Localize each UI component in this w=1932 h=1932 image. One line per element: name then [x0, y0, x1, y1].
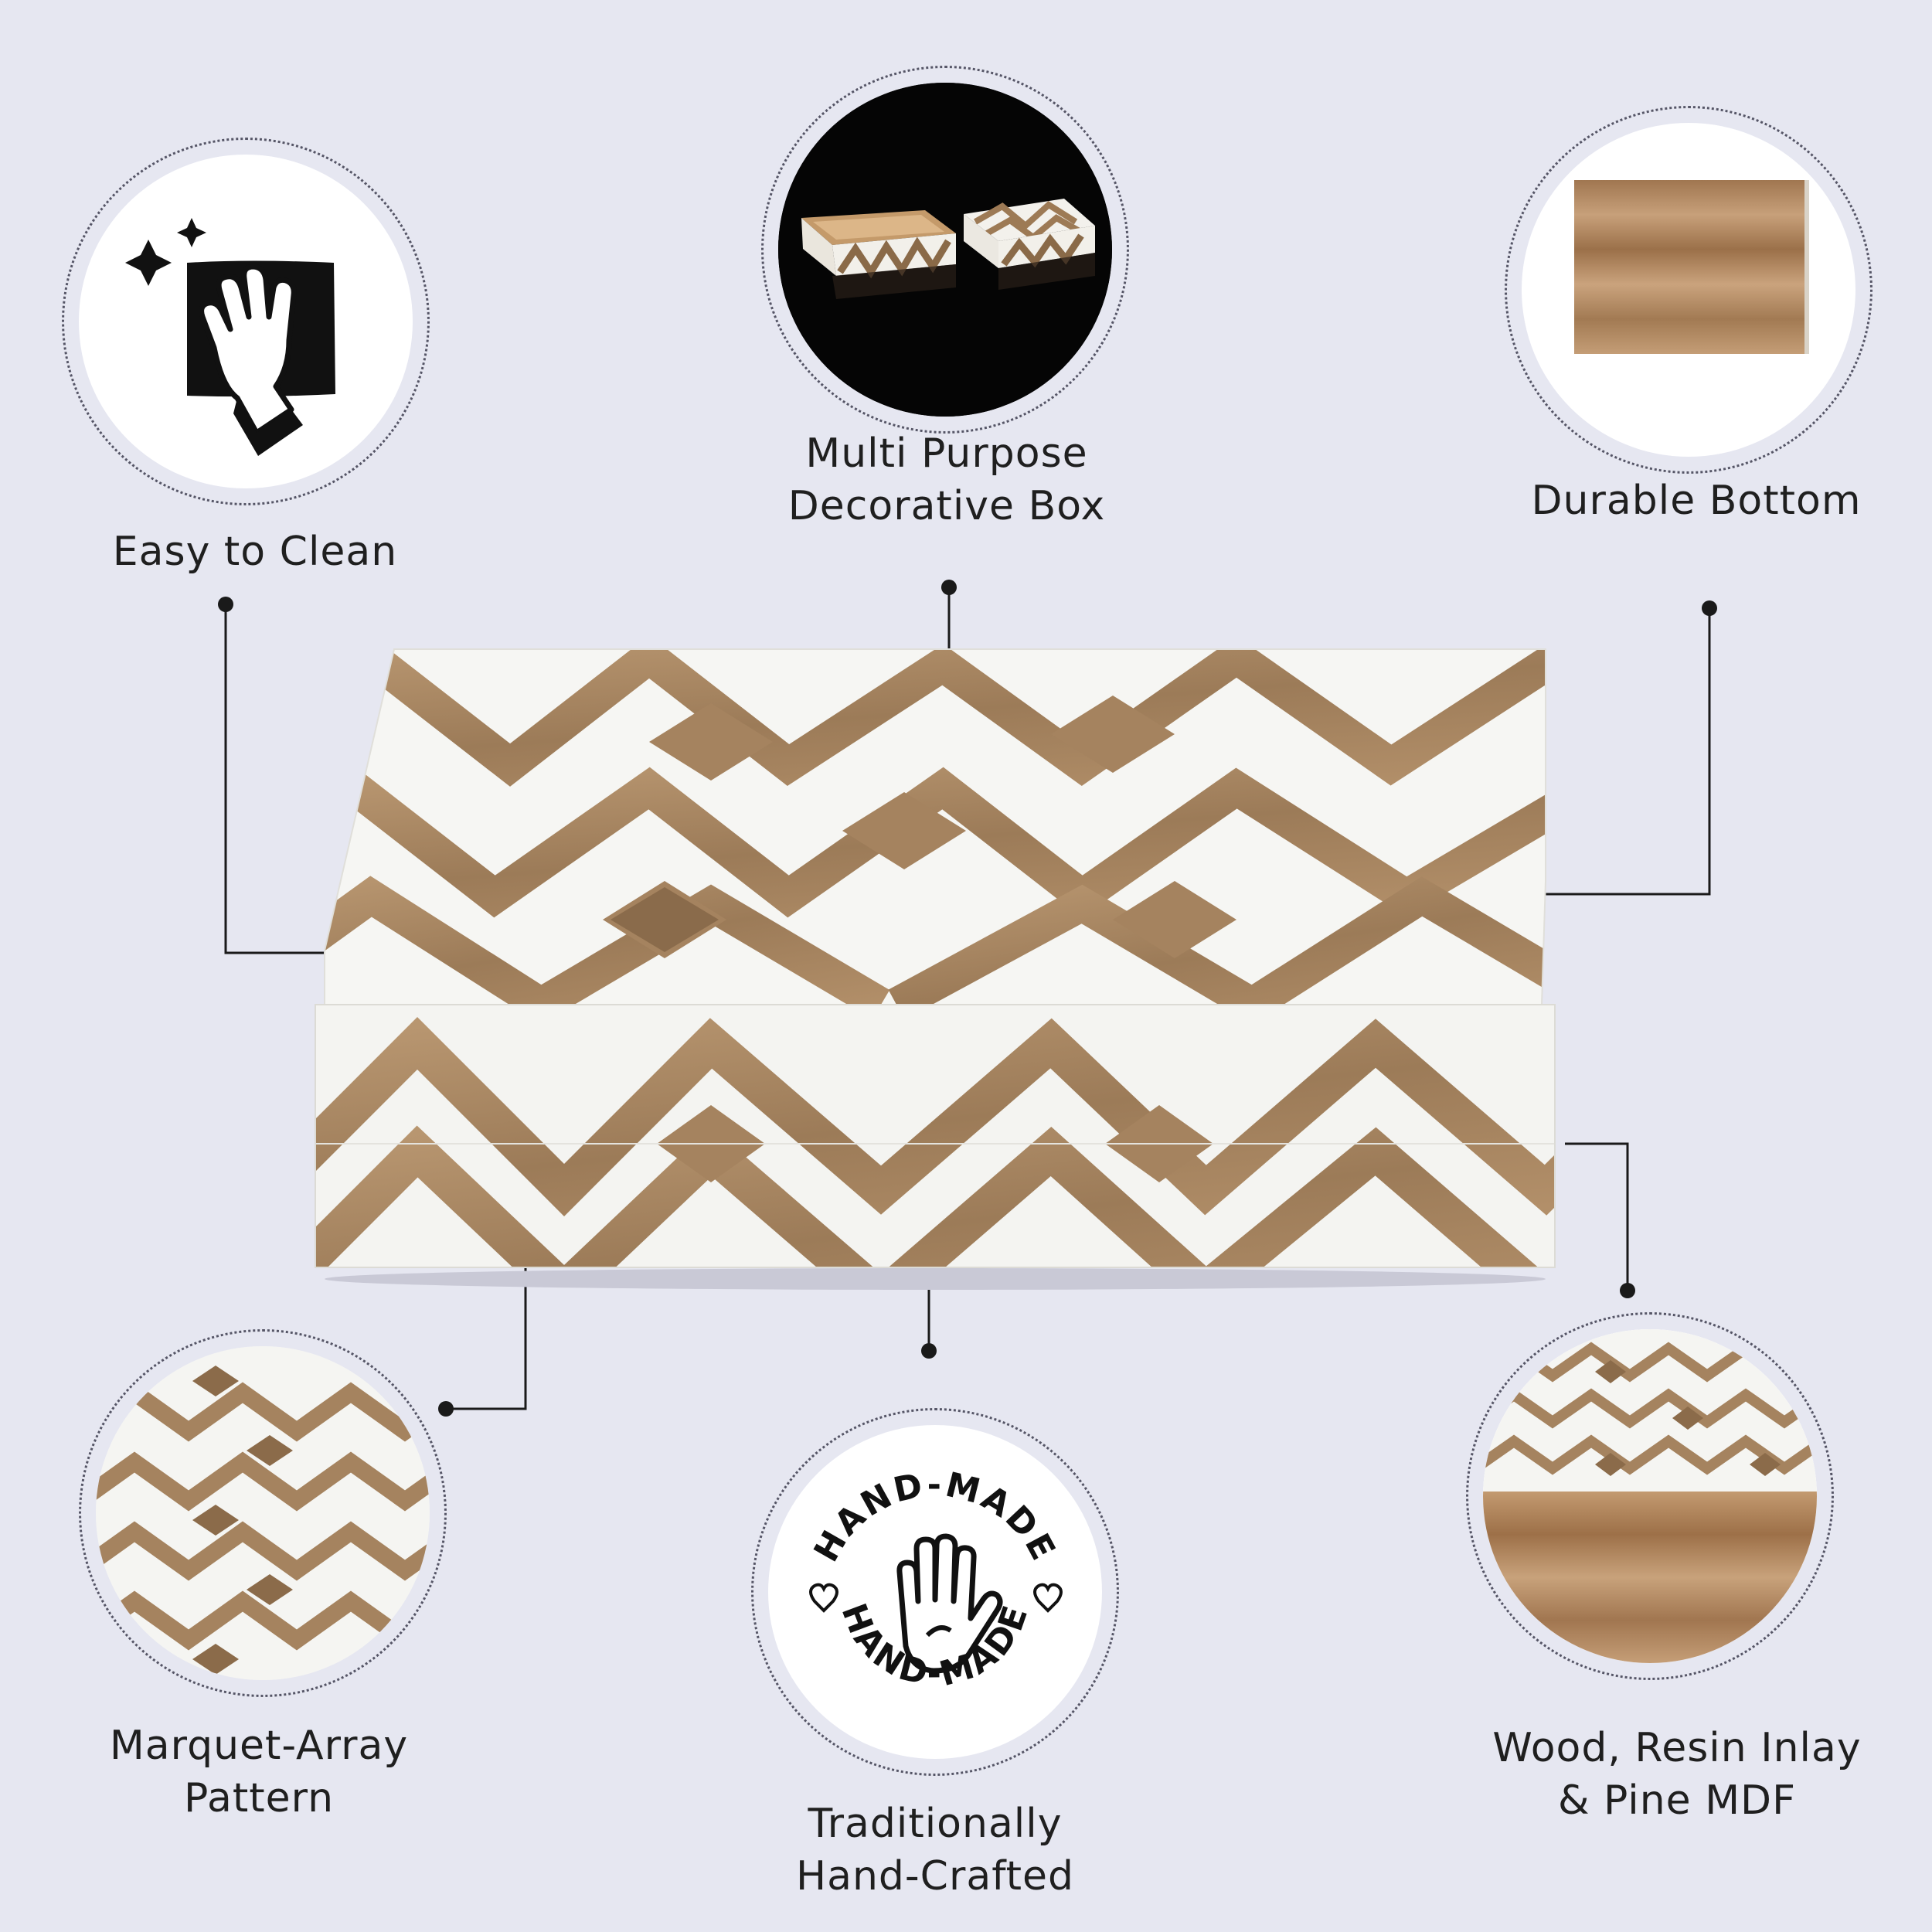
- ring-materials: [1466, 1312, 1834, 1680]
- ring-easy-clean: [62, 138, 430, 505]
- connector-dot: [921, 1343, 937, 1359]
- ring-handcrafted: [751, 1408, 1119, 1776]
- wood-bottom-photo: [1574, 180, 1809, 354]
- label-handcrafted: Traditionally Hand-Crafted: [707, 1798, 1163, 1903]
- label-handcrafted-line1: Traditionally: [808, 1801, 1063, 1847]
- label-marquet-line1: Marquet-Array: [109, 1723, 409, 1769]
- disc-easy-clean: [79, 155, 413, 488]
- ring-multi-purpose: [761, 66, 1129, 434]
- ring-durable-bottom: [1505, 106, 1872, 474]
- label-multi-purpose: Multi Purpose Decorative Box: [719, 427, 1175, 532]
- disc-materials: [1483, 1329, 1817, 1663]
- label-easy-clean: Easy to Clean: [31, 526, 479, 578]
- ring-marquet: [79, 1329, 447, 1697]
- label-multi-purpose-line2: Decorative Box: [787, 483, 1106, 529]
- handmade-stamp-icon: HAND-MADE HAND-MADE: [807, 1465, 1063, 1694]
- connector-dot: [1620, 1283, 1635, 1298]
- disc-multi-purpose: [778, 83, 1112, 417]
- label-materials-line1: Wood, Resin Inlay: [1492, 1725, 1862, 1771]
- connector-dot: [218, 597, 233, 612]
- label-durable-bottom-line1: Durable Bottom: [1531, 478, 1862, 524]
- label-easy-clean-line1: Easy to Clean: [112, 529, 398, 575]
- label-durable-bottom: Durable Bottom: [1468, 474, 1924, 527]
- label-marquet-line2: Pattern: [183, 1775, 335, 1821]
- decorative-box-product-image: [315, 648, 1556, 1290]
- connector-dot: [1702, 600, 1717, 616]
- hand-wiping-cloth-icon: [125, 218, 335, 456]
- pattern-closeup-photo: [96, 1346, 430, 1680]
- open-box-photo: [778, 83, 1112, 417]
- label-materials: Wood, Resin Inlay & Pine MDF: [1453, 1722, 1901, 1827]
- connector-dot: [438, 1401, 454, 1417]
- inlay-edge-photo: [1483, 1329, 1817, 1663]
- label-materials-line2: & Pine MDF: [1557, 1777, 1797, 1824]
- stamp-bottom-text: HAND-MADE: [834, 1598, 1035, 1694]
- label-marquet: Marquet-Array Pattern: [31, 1719, 487, 1825]
- label-handcrafted-line2: Hand-Crafted: [795, 1853, 1075, 1900]
- svg-text:HAND-MADE: HAND-MADE: [834, 1598, 1037, 1694]
- disc-handcrafted: HAND-MADE HAND-MADE: [768, 1425, 1102, 1759]
- disc-durable-bottom: [1522, 123, 1855, 457]
- label-multi-purpose-line1: Multi Purpose: [805, 430, 1088, 477]
- disc-marquet: [96, 1346, 430, 1680]
- connector-dot: [941, 580, 957, 595]
